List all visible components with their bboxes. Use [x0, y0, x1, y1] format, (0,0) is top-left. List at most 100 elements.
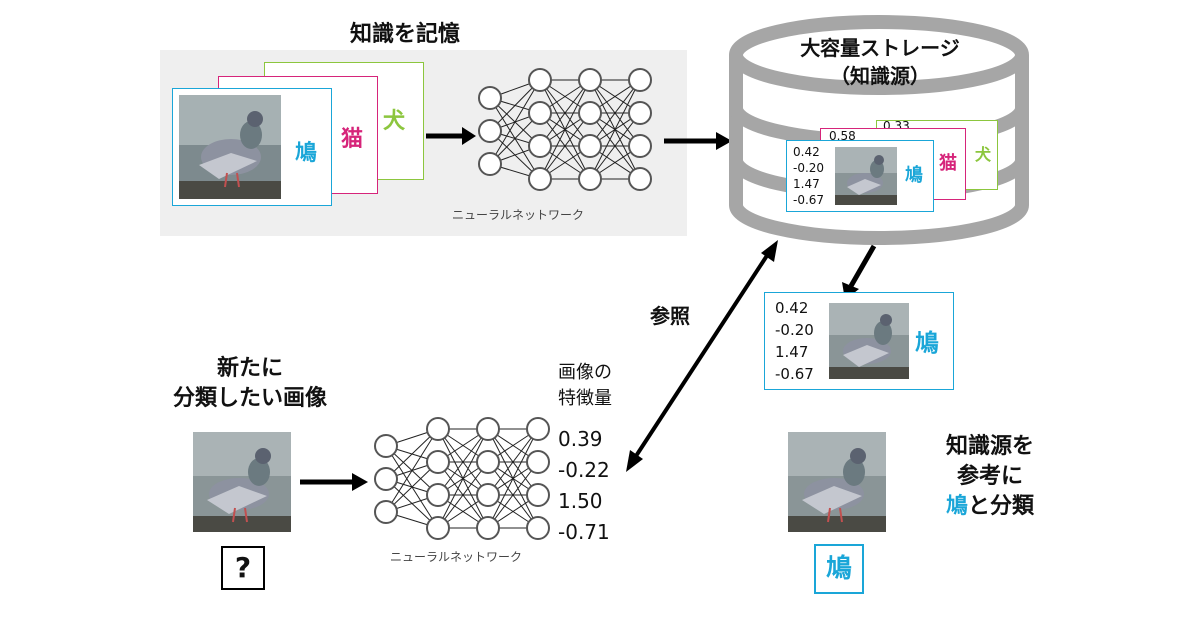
nn-top-caption: ニューラルネットワーク — [452, 208, 585, 222]
nn-top-node — [628, 68, 652, 92]
features-title-1: 画像の — [558, 362, 612, 383]
stored-pigeon-image — [835, 147, 897, 205]
nn-bottom-edge — [487, 428, 539, 496]
nn-bottom-edge — [385, 428, 439, 480]
query-features: 0.39 -0.22 1.50 -0.71 — [558, 424, 610, 548]
nn-top-node — [528, 68, 552, 92]
nn-bottom-node — [374, 434, 398, 458]
stored-dog-label: 犬 — [975, 145, 992, 164]
retrieved-card: 0.42 -0.20 1.47 -0.67 鳩 — [764, 292, 954, 390]
pigeon-label: 鳩 — [295, 141, 318, 166]
nn-bottom-node — [526, 483, 550, 507]
cat-label: 猫 — [341, 127, 364, 152]
stored-feature-3: 1.47 — [793, 177, 820, 191]
nn-bottom-node — [426, 450, 450, 474]
nn-top-edge — [589, 79, 641, 180]
nn-top-edge — [589, 79, 641, 147]
nn-top-edge — [539, 79, 591, 147]
nn-bottom-edge — [437, 461, 489, 529]
stored-features: 0.42 -0.20 1.47 -0.67 — [793, 144, 824, 208]
retrieved-feature-1: 0.42 — [775, 299, 809, 317]
storage-title-1: 大容量ストレージ — [800, 36, 960, 60]
nn-bottom-node — [426, 483, 450, 507]
result-text-3-rest: と分類 — [968, 494, 1035, 519]
nn-bottom-edge — [385, 428, 439, 513]
nn-bottom-node — [526, 450, 550, 474]
stored-feature-2: -0.20 — [793, 161, 825, 175]
retrieved-label: 鳩 — [915, 329, 939, 357]
query-feature-4: -0.71 — [558, 520, 610, 544]
nn-top-node — [528, 134, 552, 158]
nn-bottom-node — [374, 467, 398, 491]
stored-pigeon-label: 鳩 — [905, 165, 923, 186]
result-label-box: 鳩 — [814, 544, 864, 594]
nn-bottom-node — [476, 483, 500, 507]
query-feature-1: 0.39 — [558, 427, 603, 451]
stored-feature-4: -0.67 — [793, 193, 825, 207]
result-text-3-label: 鳩 — [945, 494, 968, 519]
retrieved-feature-4: -0.67 — [775, 365, 814, 383]
nn-top-edge — [539, 112, 591, 180]
features-title-2: 特徴量 — [558, 388, 612, 409]
nn-top-edge — [589, 112, 641, 180]
nn-bottom-node — [526, 516, 550, 540]
stored-pigeon-card: 0.42 -0.20 1.47 -0.67 鳩 — [786, 140, 934, 212]
pigeon-card: 鳩 — [172, 88, 332, 206]
nn-top-node — [528, 101, 552, 125]
reference-label: 参照 — [650, 304, 690, 328]
pigeon-image — [179, 95, 281, 199]
nn-top-node — [478, 119, 502, 143]
nn-bottom-node — [374, 500, 398, 524]
result-text-3: 鳩と分類 — [920, 488, 1060, 520]
nn-top-node — [628, 134, 652, 158]
result-text-1: 知識源を — [945, 434, 1034, 459]
retrieved-feature-3: 1.47 — [775, 343, 809, 361]
nn-top-node — [578, 134, 602, 158]
nn-top-node — [628, 167, 652, 191]
query-pigeon-image — [193, 432, 291, 532]
nn-bottom-caption: ニューラルネットワーク — [390, 550, 523, 564]
retrieved-features: 0.42 -0.20 1.47 -0.67 — [775, 297, 814, 385]
nn-top-edge — [489, 79, 541, 165]
stored-cat-label: 猫 — [939, 153, 957, 174]
nn-bottom-node — [426, 417, 450, 441]
nn-bottom-node — [476, 417, 500, 441]
nn-top-edge — [539, 79, 591, 180]
query-feature-2: -0.22 — [558, 458, 610, 482]
query-title-1: 新たに — [216, 356, 283, 381]
result-pigeon-image — [788, 432, 886, 532]
top-title: 知識を記憶 — [350, 22, 461, 47]
nn-bottom-node — [526, 417, 550, 441]
nn-bottom-node — [476, 450, 500, 474]
nn-top-node — [578, 101, 602, 125]
result-text-2: 参考に — [956, 464, 1023, 489]
nn-top-node — [528, 167, 552, 191]
retrieved-feature-2: -0.20 — [775, 321, 814, 339]
query-feature-3: 1.50 — [558, 489, 603, 513]
query-title-2: 分類したい画像 — [172, 386, 327, 411]
nn-bottom-edge — [487, 428, 539, 529]
nn-bottom-node — [476, 516, 500, 540]
nn-bottom-node — [426, 516, 450, 540]
nn-top-node — [578, 68, 602, 92]
nn-bottom-edge — [437, 428, 489, 496]
nn-top-node — [478, 152, 502, 176]
nn-bottom-edge — [437, 428, 489, 529]
dog-label: 犬 — [383, 109, 406, 134]
nn-top-node — [578, 167, 602, 191]
storage-title-2: （知識源） — [830, 64, 930, 88]
nn-bottom-edge — [385, 461, 439, 513]
stored-feature-1: 0.42 — [793, 145, 820, 159]
nn-top-node — [478, 86, 502, 110]
unknown-label-box: ? — [221, 546, 265, 590]
unknown-label: ? — [234, 551, 252, 584]
nn-bottom-edge — [487, 461, 539, 529]
nn-top-node — [628, 101, 652, 125]
stored-cat-feature: 0.58 — [829, 129, 856, 143]
